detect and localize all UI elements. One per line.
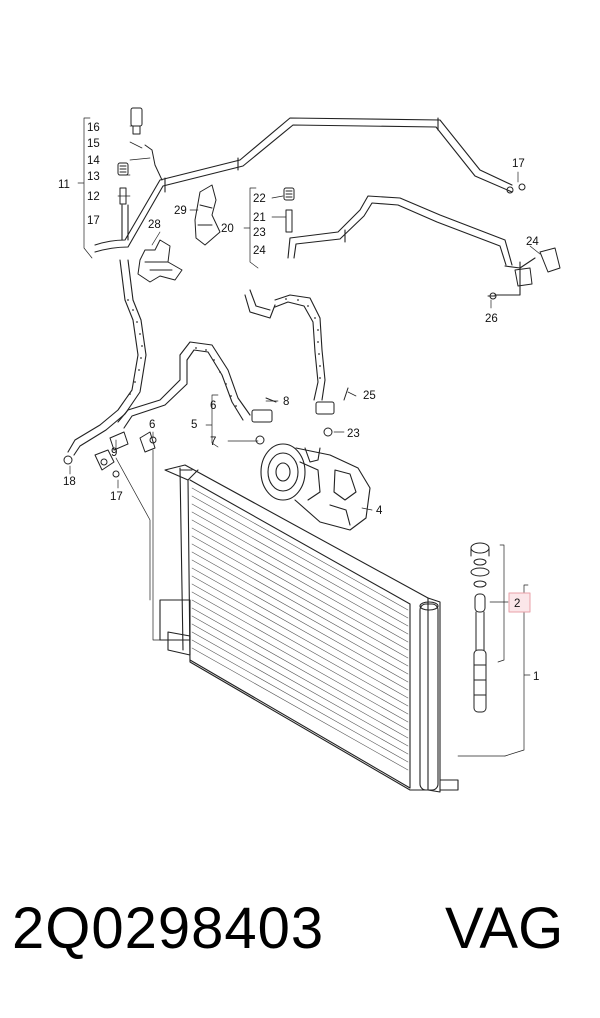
callout-9: 9 [111, 447, 117, 459]
callout-15: 15 [87, 138, 100, 150]
right-pipe [287, 195, 536, 296]
ac-condenser-exploded-diagram: 16 15 14 13 11 12 17 28 29 22 21 20 23 2… [58, 107, 561, 793]
dryer-cartridge [470, 542, 490, 713]
callout-21: 21 [253, 212, 266, 224]
callout-17-a: 17 [87, 215, 100, 227]
callout-23-b: 23 [347, 428, 360, 440]
callout-6: 6 [210, 400, 216, 412]
callout-13: 13 [87, 171, 100, 183]
part-number: 2Q0298403 [12, 896, 325, 961]
callout-17-c: 17 [110, 491, 123, 503]
callout-2: 2 [514, 598, 520, 610]
flex-hose-right [244, 289, 326, 401]
condenser-fins [191, 487, 409, 771]
callout-24-b: 24 [526, 236, 539, 248]
callout-29: 29 [174, 205, 187, 217]
condenser [159, 464, 459, 793]
left-fittings [63, 431, 157, 478]
leader-lines [69, 117, 541, 757]
pressure-sensor-16 [130, 107, 163, 181]
callout-7: 7 [210, 436, 216, 448]
bracket-28 [137, 239, 183, 283]
callout-14: 14 [87, 155, 100, 167]
right-fitting-24 [487, 183, 561, 300]
callout-20: 20 [221, 223, 234, 235]
callout-28: 28 [148, 219, 161, 231]
callout-23-a: 23 [253, 227, 266, 239]
callout-5: 5 [191, 419, 197, 431]
service-valve-12-13 [117, 162, 129, 205]
upper-pipe [94, 117, 513, 253]
callout-24-a: 24 [253, 245, 266, 257]
callout-labels: 16 15 14 13 11 12 17 28 29 22 21 20 23 2… [58, 122, 539, 683]
callout-6-b: 6 [149, 419, 155, 431]
compressor [260, 443, 371, 531]
callout-26: 26 [485, 313, 498, 325]
brand-name: VAG [445, 896, 564, 961]
callout-8: 8 [283, 396, 289, 408]
callout-4: 4 [376, 505, 383, 517]
callout-17-b: 17 [512, 158, 525, 170]
bracket-29 [194, 184, 221, 246]
flex-hose-middle [117, 341, 251, 429]
callout-22: 22 [253, 193, 266, 205]
service-valve-21-22 [283, 187, 295, 233]
flex-hose-left [67, 259, 147, 456]
hose-braid-dots [127, 298, 321, 407]
highlight-box [508, 592, 531, 613]
callout-25: 25 [363, 390, 376, 402]
callout-11: 11 [58, 179, 70, 191]
compressor-fittings [251, 387, 349, 445]
callout-1: 1 [533, 671, 539, 683]
callout-18: 18 [63, 476, 76, 488]
callout-12: 12 [87, 191, 100, 203]
callout-16: 16 [87, 122, 100, 134]
